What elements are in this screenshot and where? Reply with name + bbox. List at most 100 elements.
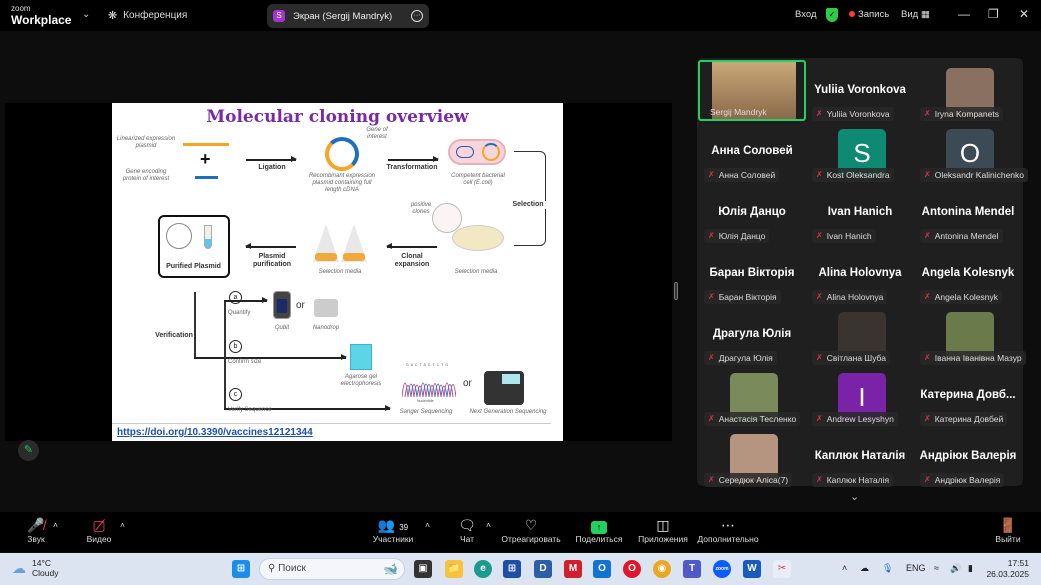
doi-link[interactable]: https://doi.org/10.3390/vaccines12121344 <box>117 427 313 438</box>
shared-slide: Molecular cloning overview Linearized ex… <box>112 103 563 441</box>
snipping-tool-icon[interactable]: ✂ <box>773 560 791 578</box>
participant-tile[interactable]: ✗Іванна Іванівна Мазур <box>914 304 1026 365</box>
chat-options-caret[interactable]: ˄ <box>486 520 491 530</box>
minimize-button[interactable]: — <box>958 7 970 21</box>
leave-button[interactable]: 🚪 Выйти <box>995 517 1021 544</box>
participant-tile[interactable]: Sergij Mandryk <box>698 60 806 121</box>
label-ngs: Next Generation Sequencing <box>469 409 547 415</box>
taskbar-search[interactable]: ⚲ Поиск 🐋 <box>259 558 405 580</box>
onedrive-icon[interactable]: ☁ <box>860 563 869 573</box>
screen-share-indicator[interactable]: S Экран (Sergij Mandryk) ··· <box>267 4 429 28</box>
weather-widget[interactable]: ☁ 14°C Cloudy <box>12 558 58 578</box>
audio-button[interactable]: 🎤̸ Звук <box>24 516 48 544</box>
signin-button[interactable]: Вход <box>795 9 817 20</box>
participant-tile[interactable]: Каплюк Наталія✗Каплюк Наталія <box>806 426 914 487</box>
participants-button[interactable]: 👥 39 Участники <box>372 517 414 544</box>
label-gene-encoding: Gene encoding protein of interest <box>122 169 170 183</box>
participant-name-label: ✗Antonina Mendel <box>920 229 1003 243</box>
participant-tile[interactable]: Angela Kolesnyk✗Angela Kolesnyk <box>914 243 1022 304</box>
participant-tile[interactable]: Баран Вікторія✗Баран Вікторія <box>698 243 806 304</box>
clonal-expansion-arrow <box>386 243 437 249</box>
confirm-size-arrow <box>194 354 347 360</box>
participant-tile[interactable]: Андріюк Валерія✗Андріюк Валерія <box>914 426 1022 487</box>
participant-name-label: ✗Kost Oleksandra <box>812 168 894 182</box>
record-button[interactable]: Запись <box>849 9 889 20</box>
video-button[interactable]: ▢̸ Видео <box>84 516 114 544</box>
participant-tile[interactable]: O✗Oleksandr Kalinichenko <box>914 121 1029 182</box>
participants-options-caret[interactable]: ˄ <box>425 520 430 530</box>
search-highlight-icon: 🐋 <box>383 562 398 576</box>
edge-icon[interactable]: e <box>474 560 492 578</box>
participant-tile[interactable]: Драгула Юлія✗Драгула Юлія <box>698 304 806 365</box>
close-button[interactable]: ✕ <box>1019 7 1030 21</box>
label-nanodrop: Nanodrop <box>312 325 340 331</box>
file-explorer-icon[interactable]: 📁 <box>445 560 463 578</box>
opera-icon[interactable]: O <box>623 560 641 578</box>
language-indicator[interactable]: ENG <box>906 563 926 573</box>
split-view-drag-handle[interactable] <box>674 282 678 300</box>
annotate-pen-icon[interactable]: ✎ <box>18 440 39 461</box>
system-clock[interactable]: 17:51 26.03.2025 <box>986 558 1029 580</box>
participant-tile[interactable]: Yuliia Voronkova✗Yuliia Voronkova <box>806 60 914 121</box>
label-recombinant: Recombinant expression plasmid containin… <box>308 173 376 194</box>
share-screen-button[interactable]: ↑ Поделиться <box>575 521 623 544</box>
participant-tile[interactable]: S✗Kost Oleksandra <box>806 121 914 182</box>
gallery-scroll-down-icon[interactable]: ⌄ <box>850 491 860 503</box>
chat-button[interactable]: 🗨 Чат <box>455 516 479 544</box>
participant-tile[interactable]: ✗Iryna Kompanets <box>914 60 1022 121</box>
chrome-icon[interactable]: ◉ <box>653 560 671 578</box>
participant-tile[interactable]: Alina Holovnya✗Alina Holovnya <box>806 243 914 304</box>
chevron-down-icon[interactable]: ⌄ <box>82 9 91 20</box>
mic-muted-icon: ✗ <box>924 414 931 423</box>
zoom-logo: zoom Workplace <box>11 4 72 27</box>
mic-muted-icon: ✗ <box>924 292 931 301</box>
label-nucleotide: Nucleotide <box>417 399 434 403</box>
participant-name-label: ✗Юлія Данцо <box>704 229 770 243</box>
store-icon[interactable]: ⊞ <box>503 560 521 578</box>
participant-tile[interactable]: Анна Соловей✗Анна Соловей <box>698 121 806 182</box>
more-options-icon[interactable]: ··· <box>411 10 423 22</box>
tray-overflow-icon[interactable]: ˄ <box>842 563 848 573</box>
dell-icon[interactable]: D <box>534 560 552 578</box>
apps-button[interactable]: ◫ Приложения <box>636 516 690 544</box>
outlook-icon[interactable]: O <box>593 560 611 578</box>
volume-icon[interactable]: 🔊 <box>950 563 962 573</box>
label-purified-plasmid: Purified Plasmid <box>166 263 221 270</box>
task-view-icon[interactable]: ▣ <box>414 560 432 578</box>
participant-name: Анастасія Тесленко <box>718 414 797 424</box>
mcafee-icon[interactable]: M <box>564 560 582 578</box>
audio-options-caret[interactable]: ˄ <box>53 520 58 530</box>
participant-tile[interactable]: Ivan Hanich✗Ivan Hanich <box>806 182 914 243</box>
security-shield-icon[interactable]: ✓ <box>826 8 838 22</box>
qubit-device <box>273 291 291 319</box>
participants-icon: 👥 <box>377 517 396 533</box>
participant-tile[interactable]: ✗Анастасія Тесленко <box>698 365 806 426</box>
react-button[interactable]: ♡ Отреагировать <box>501 517 561 544</box>
participant-tile[interactable]: ✗Світлана Шуба <box>806 304 914 365</box>
participant-display-name: Баран Вікторія <box>709 267 795 279</box>
participant-tile[interactable]: Юлія Данцо✗Юлія Данцо <box>698 182 806 243</box>
participant-tile[interactable]: I✗Andrew Lesyshyn <box>806 365 914 426</box>
word-icon[interactable]: W <box>743 560 761 578</box>
battery-icon[interactable]: ▮ <box>968 563 973 573</box>
meeting-info-button[interactable]: ❋ Конференция <box>108 10 188 22</box>
participant-name: Sergij Mandryk <box>710 107 767 117</box>
zoom-taskbar-icon[interactable]: zoom <box>713 560 731 578</box>
participant-display-name: Antonina Mendel <box>921 206 1015 218</box>
video-options-caret[interactable]: ˄ <box>120 520 125 530</box>
participant-name-label: ✗Alina Holovnya <box>812 290 888 304</box>
windows-start-icon[interactable]: ⊞ <box>232 560 250 578</box>
more-button[interactable]: ⋯ Дополнительно <box>697 517 759 544</box>
label-selection-media-2: Selection media <box>454 269 498 275</box>
wifi-icon[interactable]: ≈ <box>934 563 939 573</box>
participant-tile[interactable]: Катерина Довб...✗Катерина Довбей <box>914 365 1022 426</box>
restore-button[interactable]: ❐ <box>988 7 999 21</box>
mic-in-use-icon[interactable]: 🎙 <box>882 563 894 573</box>
teams-icon[interactable]: T <box>683 560 701 578</box>
participant-tile[interactable]: Antonina Mendel ✗Antonina Mendel <box>914 182 1022 243</box>
participant-tile[interactable]: ✗Середюк Аліса(7) <box>698 426 806 487</box>
view-button[interactable]: Вид ▦ <box>901 9 930 20</box>
participant-name-label: ✗Каплюк Наталія <box>812 473 894 487</box>
step-b-badge: b <box>229 340 242 353</box>
label-ligation: Ligation <box>258 164 286 171</box>
